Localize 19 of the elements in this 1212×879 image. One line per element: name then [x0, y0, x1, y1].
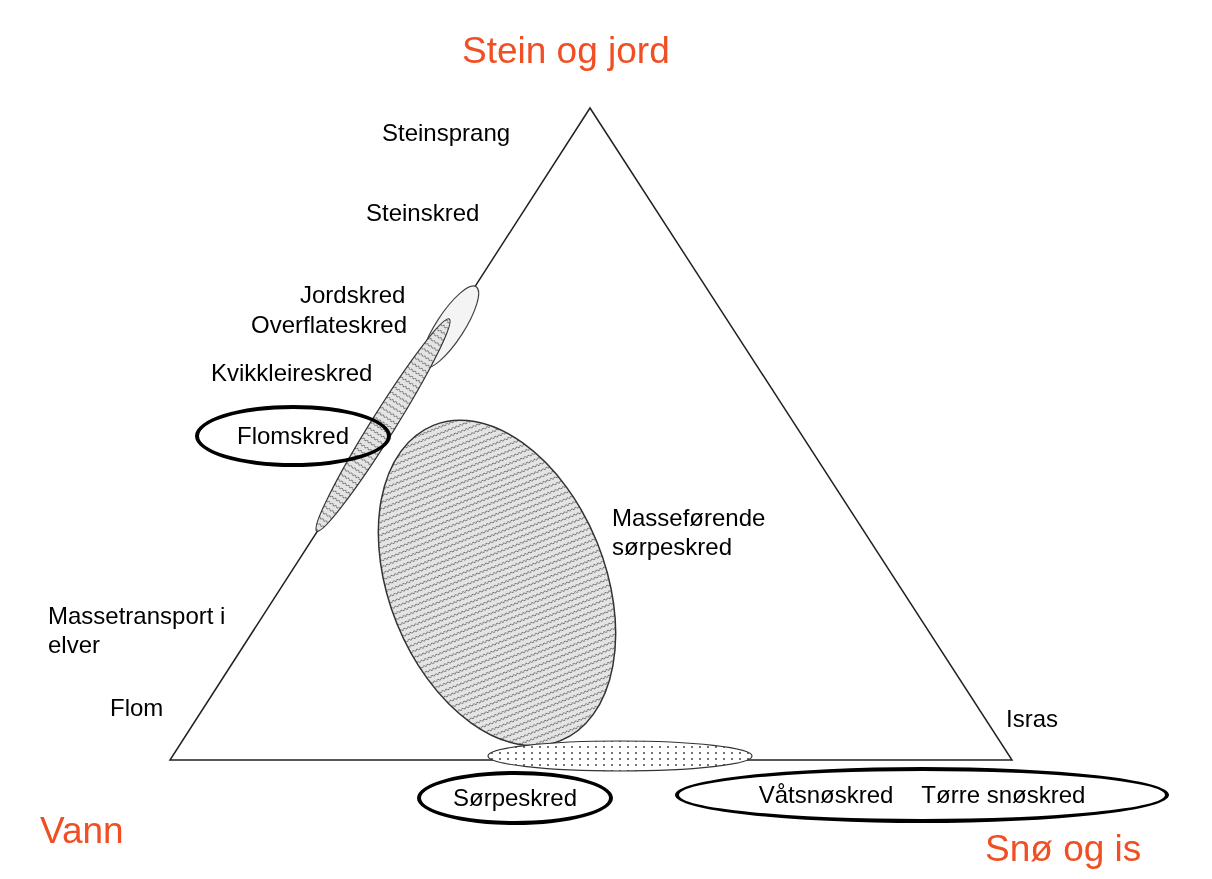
oval-outline [675, 767, 1169, 823]
category-label: Våtsnøskred [758, 781, 894, 809]
oval-outline [417, 771, 613, 825]
oval-outline [195, 405, 391, 467]
category-label: Massetransport i elver [48, 601, 227, 659]
category-label: Masseførende sørpeskred [612, 503, 767, 561]
category-label: Sørpeskred [452, 784, 577, 812]
category-label: Jordskred [300, 280, 406, 309]
category-label: Flom [110, 693, 164, 722]
category-label: Isras [1006, 704, 1058, 733]
category-label: Kvikkleireskred [211, 358, 373, 387]
category-label: Flomskred [237, 422, 349, 450]
category-label: Steinsprang [382, 118, 511, 147]
category-label: Overflateskred [251, 310, 408, 339]
corner-label: Vann [40, 810, 124, 852]
category-label: Tørre snøskred [921, 781, 1086, 809]
corner-label: Snø og is [985, 828, 1142, 870]
corner-label: Stein og jord [462, 30, 670, 72]
category-label: Steinskred [366, 198, 480, 227]
